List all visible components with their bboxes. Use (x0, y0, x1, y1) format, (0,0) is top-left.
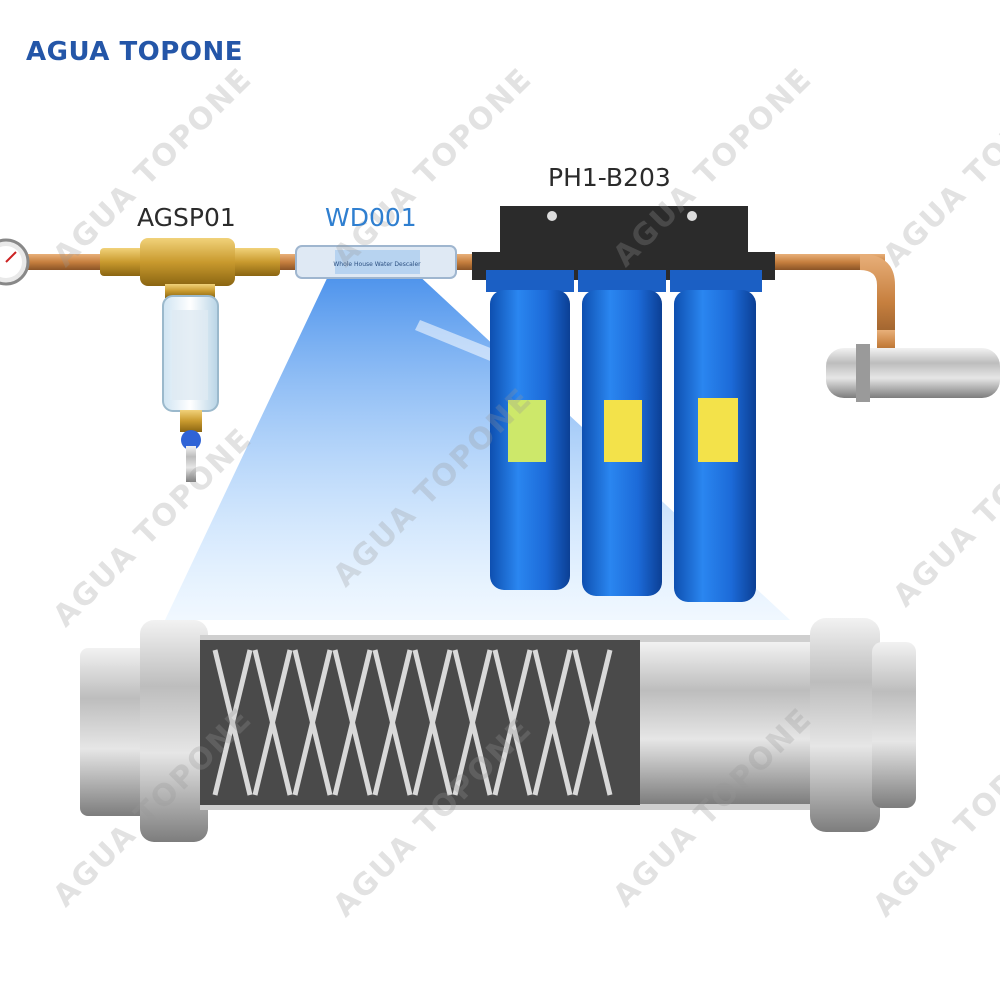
filter-housing-3 (670, 270, 762, 602)
label-agsp01: AGSP01 (137, 203, 236, 232)
descaler-cutaway (80, 618, 916, 842)
label-ph1-b203: PH1-B203 (548, 163, 671, 192)
agsp01-prefilter (100, 238, 280, 482)
spiral-fins (212, 649, 613, 796)
filter-housing-1 (486, 270, 574, 590)
pipe-elbow (860, 254, 895, 350)
pressure-gauge-icon (0, 238, 30, 286)
brand-logo: AGUA TOPONE (26, 37, 243, 67)
wd001-descaler: Whole House Water Descaler (295, 245, 457, 279)
filter-housing-2 (578, 270, 666, 596)
ph1-b203-system (472, 206, 775, 602)
label-wd001: WD001 (325, 203, 417, 232)
uv-sterilizer (826, 344, 1000, 402)
svg-text:Whole House Water Descaler: Whole House Water Descaler (333, 261, 421, 268)
